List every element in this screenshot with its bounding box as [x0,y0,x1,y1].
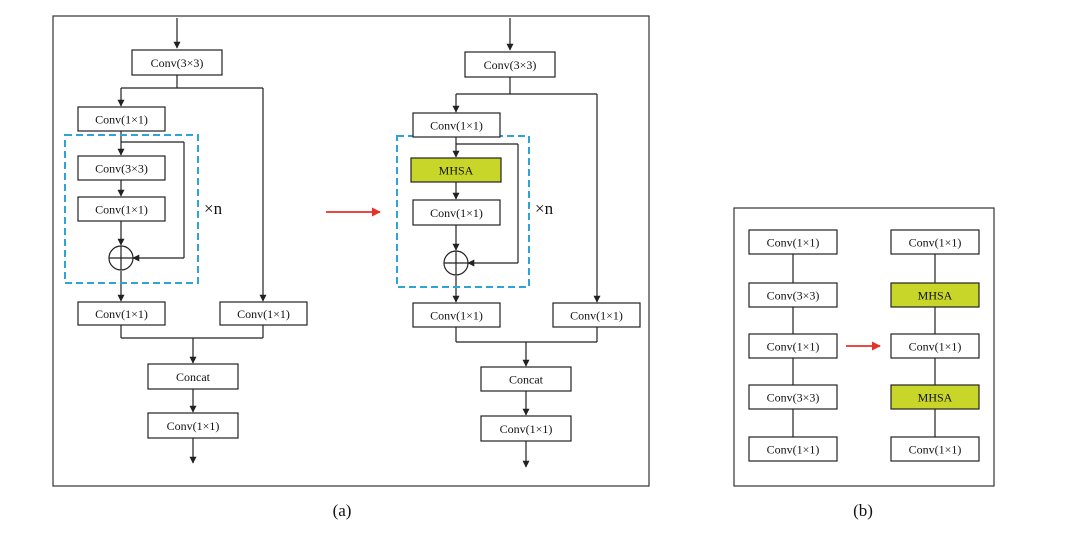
node-conv1x1-inner: Conv(1×1) [412,199,501,226]
node-conv3x3-top: Conv(3×3) [464,51,556,78]
caption-b: (b) [853,501,873,520]
node-label: MHSA [439,164,474,178]
node-label: Conv(1×1) [767,443,820,457]
node-conv: Conv(3×3) [748,384,838,410]
node-label: Conv(1×1) [430,119,483,133]
node-label: Conv(3×3) [95,162,148,176]
panel-a-frame [52,15,650,487]
node-conv1x1-a: Conv(1×1) [77,106,166,132]
node-mhsa: MHSA [890,384,980,410]
add-node-mhsa [443,250,469,276]
node-conv1x1-side: Conv(1×1) [219,301,308,326]
node-conv1x1-b: Conv(1×1) [77,301,166,326]
repeat-label: ×n [535,199,554,218]
node-label: Conv(1×1) [767,340,820,354]
node-conv1x1-out: Conv(1×1) [480,415,572,442]
node-conv: Conv(1×1) [890,229,980,255]
node-label: Conv(1×1) [500,422,553,436]
left-stack: Conv(1×1) Conv(3×3) Conv(1×1) Conv(3×3) Conv… [748,229,838,462]
node-label: Conv(1×1) [237,307,290,321]
node-conv3x3-top: Conv(3×3) [131,49,223,76]
node-conv1x1-inner: Conv(1×1) [77,196,166,222]
repeat-region-original [64,134,199,284]
panel-b-frame [733,207,995,487]
node-label: Conv(1×1) [430,309,483,323]
add-node-original [108,245,134,271]
node-mhsa: MHSA [410,157,502,183]
node-label: Conv(1×1) [95,307,148,321]
node-mhsa: MHSA [890,282,980,308]
node-conv: Conv(1×1) [890,333,980,359]
node-conv: Conv(1×1) [748,436,838,462]
csp-block-original [117,18,267,464]
caption-a: (a) [333,501,352,520]
node-label: Conv(3×3) [767,289,820,303]
node-label: Conv(3×3) [484,58,537,72]
node-conv: Conv(1×1) [748,229,838,255]
node-conv3x3-inner: Conv(3×3) [77,155,166,181]
node-label: Conv(1×1) [95,203,148,217]
panel-a: Conv(3×3) Conv(1×1) Conv(3×3) Conv(1×1) … [52,15,650,487]
node-conv1x1-a: Conv(1×1) [412,112,501,138]
node-conv: Conv(1×1) [890,436,980,462]
node-conv1x1-side: Conv(1×1) [552,302,641,328]
node-conv1x1-b: Conv(1×1) [412,302,501,328]
node-label: Conv(3×3) [767,391,820,405]
node-concat: Concat [147,363,239,390]
csp-block-mhsa [452,18,601,468]
repeat-label: ×n [204,199,223,218]
node-label: Concat [509,373,544,387]
node-label: Conv(1×1) [430,206,483,220]
node-label: Conv(1×1) [767,236,820,250]
connector-lines [792,254,936,437]
node-label: Conv(1×1) [909,443,962,457]
node-label: MHSA [918,391,953,405]
node-label: Conv(1×1) [95,113,148,127]
node-label: Conv(1×1) [909,236,962,250]
node-label: Conv(1×1) [167,419,220,433]
node-label: Conv(3×3) [151,56,204,70]
node-label: Conv(1×1) [909,340,962,354]
right-stack: Conv(1×1) MHSA Conv(1×1) MHSA Conv(1×1) [890,229,980,462]
node-concat: Concat [480,366,572,392]
node-conv1x1-out: Conv(1×1) [147,412,239,439]
node-label: MHSA [918,289,953,303]
panel-b: Conv(1×1) Conv(3×3) Conv(1×1) Conv(3×3) Conv… [733,207,995,487]
node-label: Concat [176,370,211,384]
node-conv: Conv(3×3) [748,282,838,308]
node-label: Conv(1×1) [570,309,623,323]
node-conv: Conv(1×1) [748,333,838,359]
